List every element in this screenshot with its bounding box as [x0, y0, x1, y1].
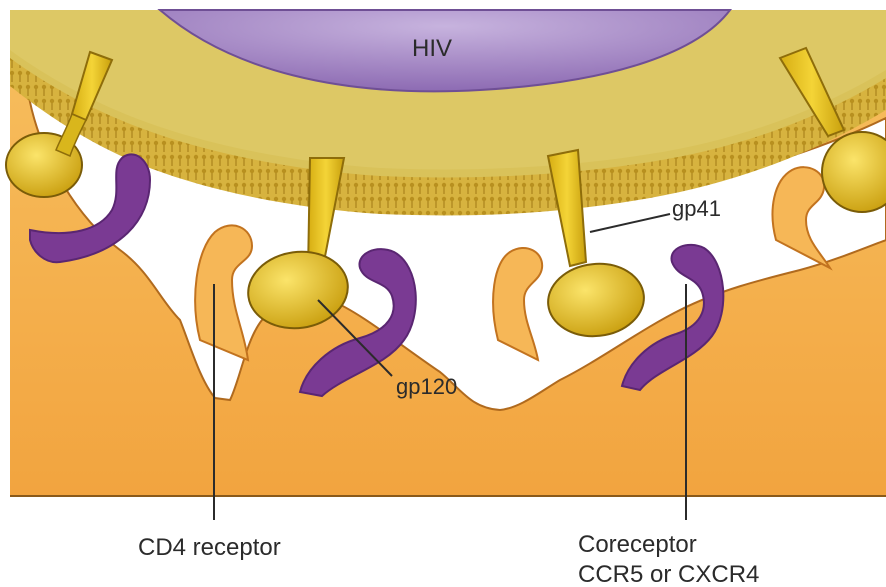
gp41-label: gp41	[672, 196, 721, 221]
gp120-label: gp120	[396, 374, 457, 399]
cd4-receptor-label: CD4 receptor	[138, 534, 281, 561]
virus-label: HIV	[412, 35, 452, 62]
coreceptor-types-label: CCR5 or CXCR4	[578, 561, 759, 587]
coreceptor-label: Coreceptor	[578, 531, 697, 558]
